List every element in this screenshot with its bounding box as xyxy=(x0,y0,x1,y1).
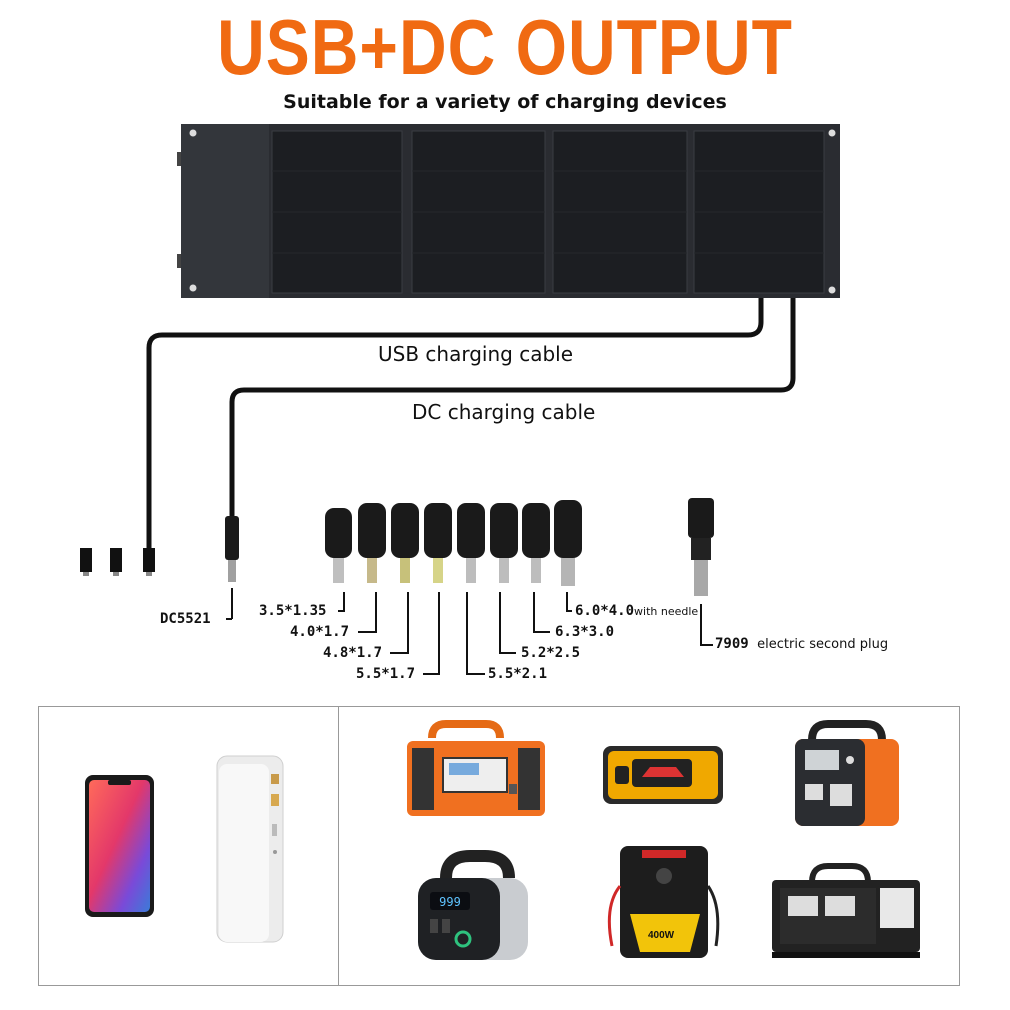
smartphone-icon xyxy=(85,775,154,917)
tip-label: 6.3*3.0 xyxy=(555,624,615,640)
tip-note: with needle xyxy=(634,605,699,618)
portable-power-station-icon xyxy=(795,720,899,826)
tip-label: 5.5*1.7 xyxy=(356,666,416,682)
solar-panel-diagram xyxy=(80,124,840,675)
power-station-screen: 999 xyxy=(439,895,461,909)
voltage-converter-icon xyxy=(772,863,920,958)
special-plug-7909 xyxy=(688,498,714,646)
solar-panel xyxy=(177,124,840,298)
tip-label: 3.5*1.35 xyxy=(259,603,327,619)
dc-plug xyxy=(225,516,239,620)
adapter-tips xyxy=(325,500,582,586)
usb-cable-label: USB charging cable xyxy=(378,342,573,366)
tip-label-needle: 6.0*4.0with needle xyxy=(575,603,698,619)
power-bank-icon xyxy=(216,755,284,943)
dc-plug-label: DC5521 xyxy=(160,611,211,627)
dc-cable-label: DC charging cable xyxy=(412,400,596,424)
special-plug-code: 7909 xyxy=(715,636,749,652)
orange-power-station-icon xyxy=(407,720,545,816)
tip-label: 4.8*1.7 xyxy=(323,645,383,661)
dc-cable xyxy=(229,298,796,518)
special-plug-note: electric second plug xyxy=(757,637,889,652)
tip-label: 5.5*2.1 xyxy=(488,666,548,682)
page-subtitle: Suitable for a variety of charging devic… xyxy=(283,91,727,113)
usb-plugs xyxy=(80,548,155,576)
jump-starter-400w-icon: 400W xyxy=(607,846,720,958)
tip-size: 6.0*4.0 xyxy=(575,603,635,619)
compatible-devices-panel xyxy=(38,706,960,986)
tip-label: 5.2*2.5 xyxy=(521,645,581,661)
usb-cable xyxy=(146,298,764,548)
special-plug-label: 7909 electric second plug xyxy=(715,636,888,652)
jump-starter-icon xyxy=(603,746,723,804)
page-title: USB+DC OUTPUT xyxy=(217,3,793,91)
jump-starter-badge: 400W xyxy=(648,930,675,941)
silver-power-station-icon: 999 xyxy=(418,850,528,960)
tip-leader-lines xyxy=(338,592,572,675)
compatible-devices-illustrations: 999 400W xyxy=(85,720,920,960)
devices-divider xyxy=(338,706,339,986)
tip-label: 4.0*1.7 xyxy=(290,624,350,640)
